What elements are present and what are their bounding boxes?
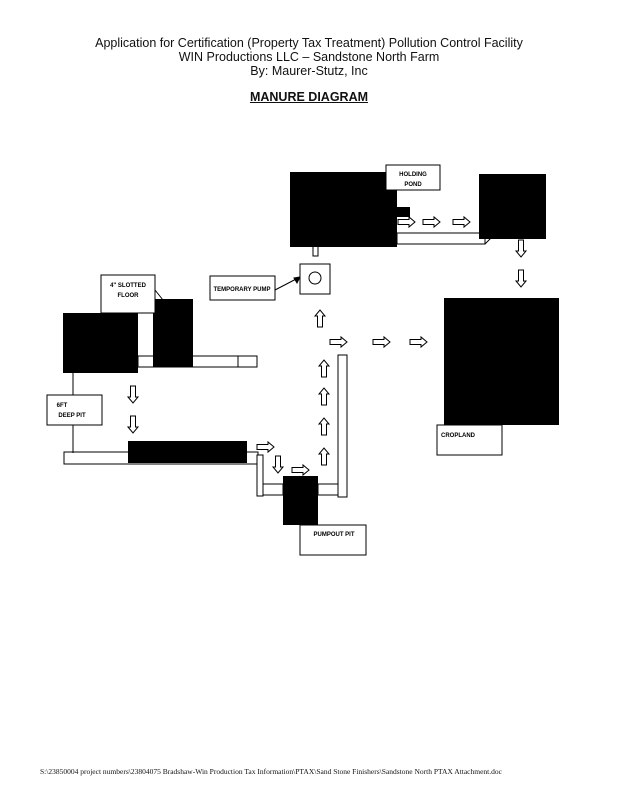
flow-arrow-right xyxy=(422,216,441,228)
pipe xyxy=(256,454,264,497)
flow-arrow-down xyxy=(272,455,284,474)
diagram-title: MANURE DIAGRAM xyxy=(249,90,369,104)
flow-arrow-right xyxy=(397,216,416,228)
flow-arrow-right xyxy=(329,336,348,348)
temporary-pump-label: TEMPORARY PUMP xyxy=(213,287,270,293)
file-path-footer: S:\23850004 project numbers\23804075 Bra… xyxy=(40,767,502,776)
pipe xyxy=(262,483,284,496)
flow-arrow-down xyxy=(127,415,139,434)
barn-block xyxy=(283,476,318,525)
pump-icon xyxy=(308,271,322,285)
leader-line xyxy=(154,289,164,301)
deep-pit-label: 6FT xyxy=(57,403,68,409)
cropland-block xyxy=(444,298,559,425)
slotted-floor-box xyxy=(100,274,156,314)
flow-arrow-right xyxy=(452,216,471,228)
holding-pond-label: HOLDING xyxy=(399,172,427,178)
flow-arrow-up xyxy=(318,387,330,406)
flow-arrow-up xyxy=(314,309,326,328)
barn-block xyxy=(397,207,410,217)
pumpout-pit-label: PUMPOUT PIT xyxy=(313,532,354,538)
temporary-pump-label-box xyxy=(209,275,276,301)
pumpout-pit-box xyxy=(299,524,367,556)
pipe xyxy=(396,232,486,245)
barn-block xyxy=(479,174,546,239)
holding-pond-label: POND xyxy=(404,182,422,188)
flow-arrow-right xyxy=(372,336,391,348)
pipe xyxy=(337,354,348,498)
cropland-label: CROPLAND xyxy=(441,433,476,439)
document-title: Application for Certification (Property … xyxy=(95,36,523,50)
flow-arrow-up xyxy=(318,359,330,378)
flow-arrow-down xyxy=(515,239,527,258)
cropland-label-box xyxy=(436,424,503,456)
deep-pit-label: DEEP PIT xyxy=(58,413,86,419)
document-author: By: Maurer-Stutz, Inc xyxy=(250,64,368,78)
barn-block xyxy=(153,299,193,367)
flow-arrow-right xyxy=(291,464,310,476)
deep-pit-box xyxy=(46,394,103,426)
barn-block xyxy=(290,172,397,247)
slotted-floor-label: 4" SLOTTED xyxy=(110,283,147,289)
barn-block xyxy=(63,313,138,373)
flow-arrow-up xyxy=(318,447,330,466)
flow-arrow-down xyxy=(515,269,527,288)
barn-block xyxy=(128,441,247,463)
holding-pond-box xyxy=(385,164,441,191)
flow-arrow-right xyxy=(256,441,275,453)
flow-arrow-up xyxy=(318,417,330,436)
flow-arrow-down xyxy=(127,385,139,404)
flow-arrow-right xyxy=(409,336,428,348)
document-subtitle: WIN Productions LLC – Sandstone North Fa… xyxy=(178,50,440,64)
slotted-floor-label: FLOOR xyxy=(118,293,140,299)
pipe xyxy=(317,483,341,496)
